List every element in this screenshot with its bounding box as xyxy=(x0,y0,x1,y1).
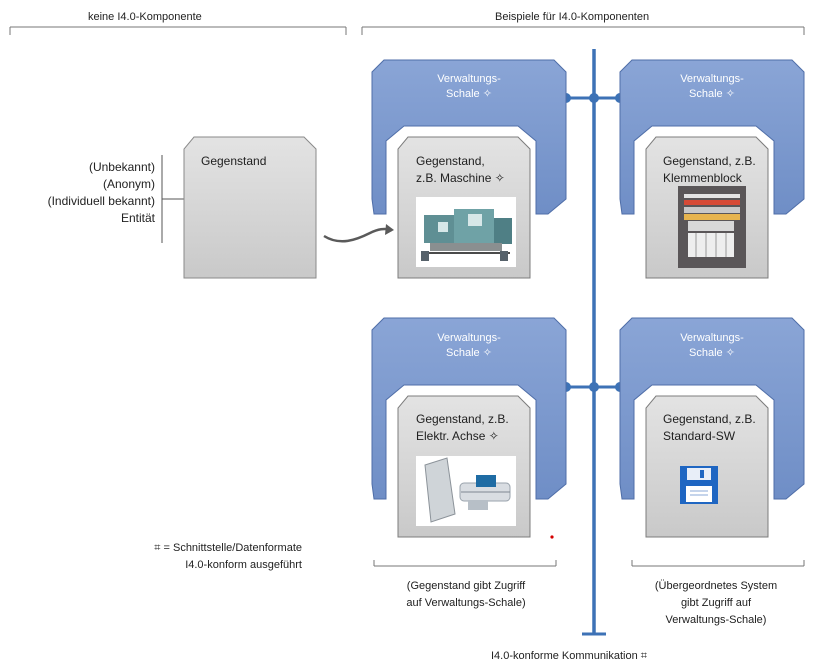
entity-label-unknown: (Unbekannt) xyxy=(88,160,155,174)
administration-shell-3 xyxy=(371,317,567,500)
transition-arrowhead xyxy=(385,224,394,235)
entity-box-label: Gegenstand xyxy=(201,154,267,168)
electric-axis-image xyxy=(416,456,516,526)
shell-4-label-line-1: Verwaltungs- xyxy=(680,332,744,344)
entity-label-entity: Entität xyxy=(120,211,155,225)
right-heading: Beispiele für I4.0-Komponenten xyxy=(495,11,650,23)
right-caption-line-2: gibt Zugriff auf xyxy=(680,597,752,609)
transition-arrow xyxy=(323,227,393,243)
asset-1-label-line-1: Gegenstand, xyxy=(416,154,485,168)
red-marker-dot xyxy=(550,535,554,539)
entity-label-individual: (Individuell bekannt) xyxy=(47,194,155,208)
asset-1-label-line-2: z.B. Maschine ✧ xyxy=(416,171,505,185)
left-caption: (Gegenstand gibt Zugriff auf Verwaltungs… xyxy=(376,578,556,612)
left-heading-bracket xyxy=(9,26,347,35)
shell-3-label: Verwaltungs- Schale ✧ xyxy=(414,331,524,361)
asset-4-label-line-2: Standard-SW xyxy=(663,429,736,443)
asset-3-label: Gegenstand, z.B. Elektr. Achse ✧ xyxy=(416,411,509,445)
entity-label-anonymous: (Anonym) xyxy=(102,177,155,191)
shell-2-label-line-1: Verwaltungs- xyxy=(680,73,744,85)
top-connection xyxy=(561,93,625,103)
administration-shell-2 xyxy=(619,59,805,215)
entity-box xyxy=(183,136,317,279)
shell-1-label-line-1: Verwaltungs- xyxy=(437,73,501,85)
asset-4-label-line-1: Gegenstand, z.B. xyxy=(663,412,756,426)
left-caption-bracket xyxy=(373,560,557,567)
left-caption-line-2: auf Verwaltungs-Schale) xyxy=(406,597,526,609)
shell-1-label-line-2: Schale ✧ xyxy=(446,88,492,100)
right-heading-bracket xyxy=(361,26,805,35)
asset-4-label: Gegenstand, z.B. Standard-SW xyxy=(663,411,756,445)
asset-3-label-line-2: Elektr. Achse ✧ xyxy=(416,429,499,443)
left-caption-line-1: (Gegenstand gibt Zugriff xyxy=(406,580,526,592)
shell-3-label-line-1: Verwaltungs- xyxy=(437,332,501,344)
legend-line-2: I4.0-konform ausgeführt xyxy=(185,559,302,571)
asset-3-label-line-1: Gegenstand, z.B. xyxy=(416,412,509,426)
shell-2-label: Verwaltungs- Schale ✧ xyxy=(657,72,767,102)
right-caption-bracket xyxy=(631,560,805,567)
shell-1-label: Verwaltungs- Schale ✧ xyxy=(414,72,524,102)
floppy-disk-icon xyxy=(680,466,718,504)
communication-label: I4.0-konforme Kommunikation ⌗ xyxy=(491,650,647,662)
right-caption-line-1: (Übergeordnetes System xyxy=(654,580,778,592)
machine-image xyxy=(416,197,516,267)
asset-2-label-line-2: Klemmenblock xyxy=(663,171,742,185)
asset-1-label: Gegenstand, z.B. Maschine ✧ xyxy=(416,153,505,187)
asset-2-label-line-1: Gegenstand, z.B. xyxy=(663,154,756,168)
right-caption: (Übergeordnetes System gibt Zugriff auf … xyxy=(626,578,806,629)
administration-shell-4 xyxy=(619,317,805,500)
asset-2-label: Gegenstand, z.B. Klemmenblock xyxy=(663,153,756,187)
shell-4-label: Verwaltungs- Schale ✧ xyxy=(657,331,767,361)
shell-4-label-line-2: Schale ✧ xyxy=(689,347,735,359)
left-heading: keine I4.0-Komponente xyxy=(88,11,202,23)
bottom-connection xyxy=(561,382,625,392)
shell-3-label-line-2: Schale ✧ xyxy=(446,347,492,359)
legend-line-1: ⌗ = Schnittstelle/Datenformate xyxy=(154,542,302,554)
interface-legend: ⌗ = Schnittstelle/Datenformate I4.0-konf… xyxy=(92,540,302,574)
shell-2-label-line-2: Schale ✧ xyxy=(689,88,735,100)
entity-bracket xyxy=(161,155,184,243)
administration-shell-1 xyxy=(371,59,567,215)
terminal-block-image xyxy=(678,186,746,268)
entity-label-list: (Unbekannt) (Anonym) (Individuell bekann… xyxy=(10,159,155,227)
right-caption-line-3: Verwaltungs-Schale) xyxy=(665,614,767,626)
